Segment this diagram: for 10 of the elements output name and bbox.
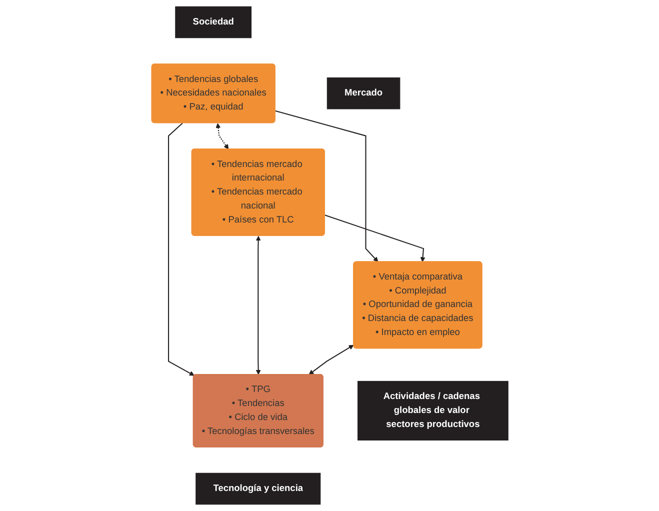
arrow: [215, 123, 228, 150]
arrow: [324, 214, 425, 262]
node-box: Mercado: [326, 77, 400, 110]
node-box: Tecnología y ciencia: [195, 472, 320, 505]
arrow: [308, 344, 354, 375]
node-box: Actividades / cadenas globales de valor sectores productivos: [357, 380, 508, 440]
node-box: Sociedad: [174, 6, 252, 38]
arrow: [274, 110, 378, 262]
arrow: [255, 236, 260, 375]
arrow: [168, 122, 194, 376]
